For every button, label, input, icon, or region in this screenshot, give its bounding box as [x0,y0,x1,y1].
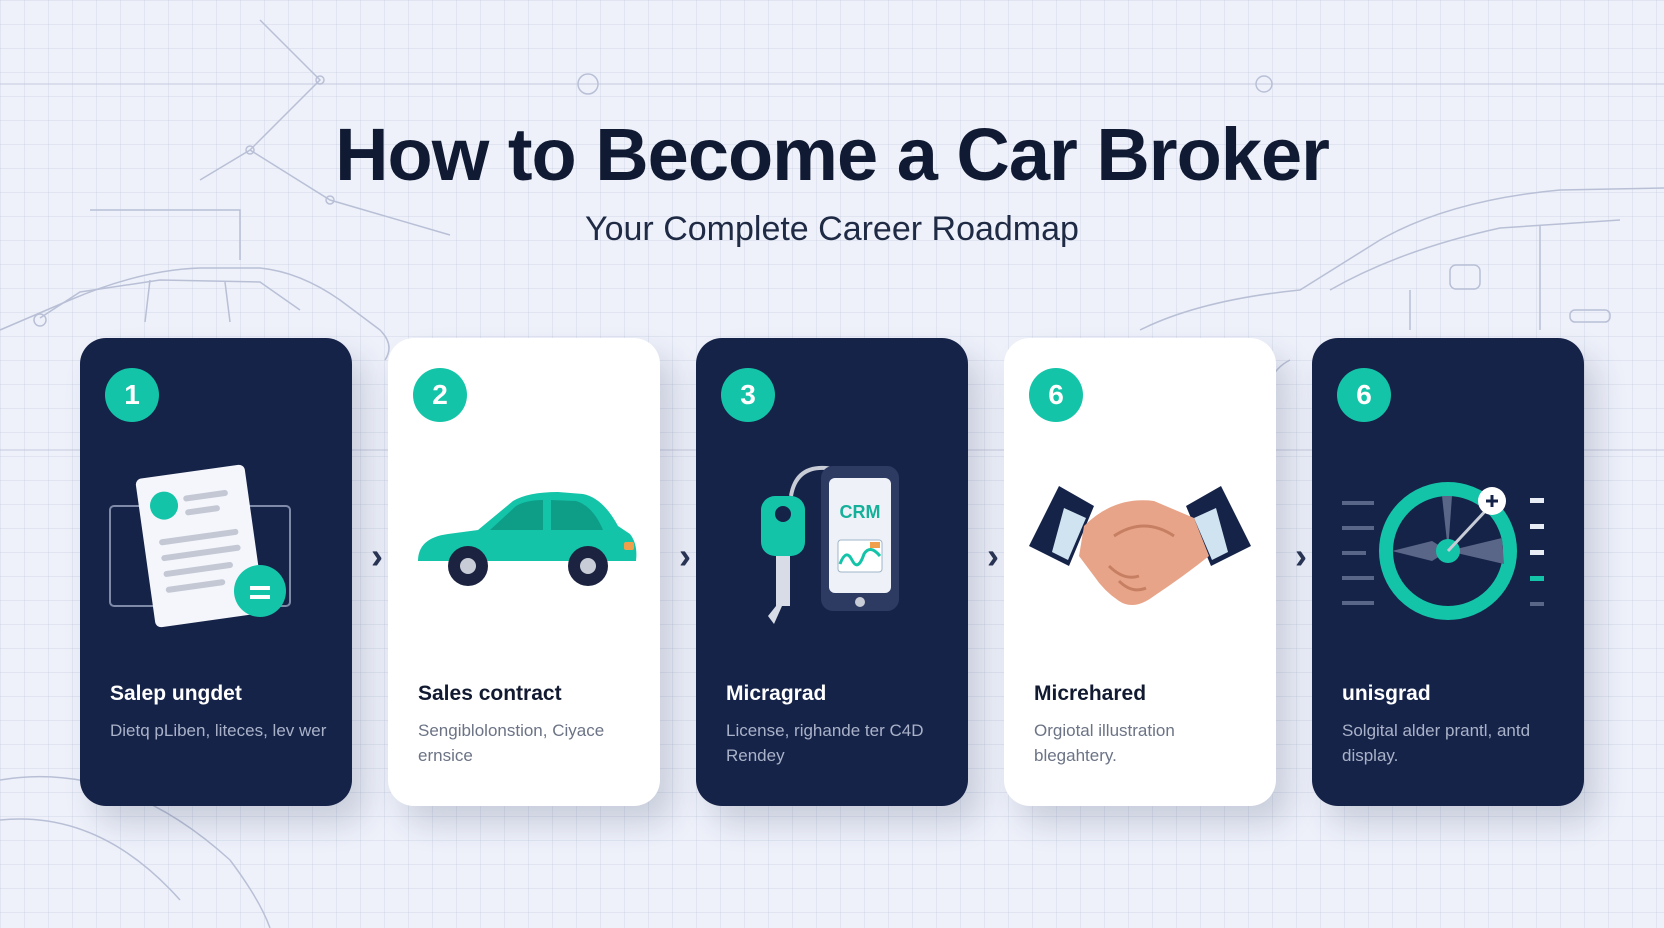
page-title: How to Become a Car Broker [335,113,1330,196]
step-card-2: 2 Sales contract Sengiblolonstion, Ciyac… [388,338,660,806]
step-description: Sengiblolonstion, Ciyace ernsice [418,721,605,765]
chevron-right-icon: › [987,535,999,576]
step-card-4: 6 Micrehared Orgiotal illustration blega… [1004,338,1276,806]
handshake-icon [1029,486,1251,605]
step-card-1: 1 Salep ungdet Dietq pLiben, liteces, le… [80,338,352,806]
key-and-crm-phone-icon: CRM [761,465,899,624]
chevron-right-icon: › [371,535,383,576]
step-description: Dietq pLiben, liteces, lev wer [110,721,327,740]
step-number-badge: 2 [413,368,467,422]
step-card-3: 3 CRM Micragrad License, righande ter C4… [696,338,968,806]
step-description: Solgital alder prantl, antd display. [1342,721,1531,765]
car-icon [418,492,637,586]
step-title: Sales contract [418,682,562,705]
roadmap-steps: 1 Salep ungdet Dietq pLiben, liteces, le… [80,338,1584,806]
step-card-5: 6 unisgrad Solgital alder prantl, antd d… [1312,338,1584,806]
step-description: License, righande ter C4D Rendey [726,721,924,765]
chevron-right-icon: › [679,535,691,576]
step-title: Salep ungdet [110,682,242,705]
step-title: Micragrad [726,682,827,705]
step-title: unisgrad [1342,682,1431,705]
document-icon [109,464,291,628]
step-number-badge: 1 [105,368,159,422]
page-subtitle: Your Complete Career Roadmap [585,210,1079,248]
step-number-badge: 3 [721,368,775,422]
step-title: Micrehared [1034,682,1147,705]
crm-label: CRM [840,502,881,522]
chevron-right-icon: › [1295,535,1307,576]
steering-wheel-gauge-icon [1342,482,1544,620]
step-number-badge: 6 [1029,368,1083,422]
step-description: Orgiotal illustration blegahtery. [1034,721,1175,765]
step-number-badge: 6 [1337,368,1391,422]
